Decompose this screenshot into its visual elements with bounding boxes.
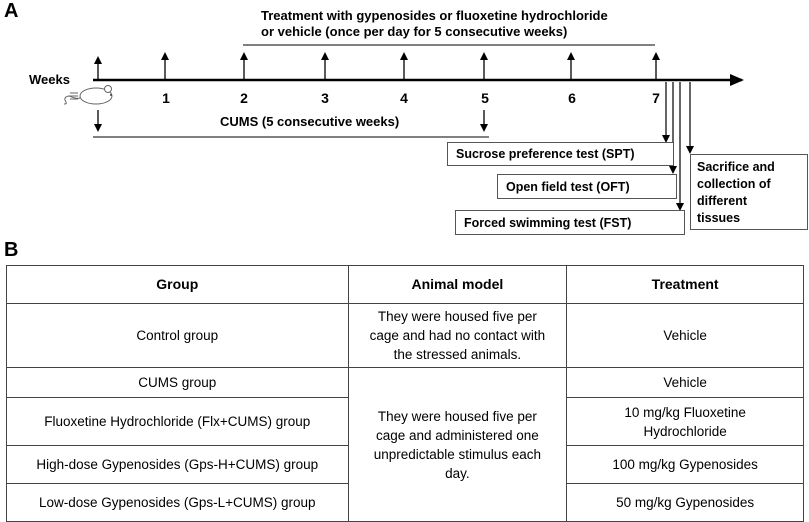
oft-box: Open field test (OFT) [497,174,677,199]
group-table: Group Animal model Treatment Control gro… [6,265,804,522]
animal-model-control-line1: They were housed five per [377,309,537,324]
animal-model-cums-line2: cage and administered one [375,427,539,443]
treatment-text-line1: Treatment with gypenosides or fluoxetine… [261,8,608,23]
sacrifice-line2: collection of [697,177,771,191]
group-cell: Control group [6,303,349,368]
sacrifice-box: Sacrifice and collection of different ti… [690,154,808,230]
sacrifice-line3: different [697,194,747,208]
treatment-line1: 10 mg/kg Fluoxetine [624,404,746,420]
treatment-cell: 10 mg/kg Fluoxetine Hydrochloride [566,397,804,446]
group-cell: Low-dose Gypenosides (Gps-L+CUMS) group [6,483,349,522]
animal-model-cums-line1: They were housed five per [377,408,537,424]
weekly-treatment-arrows [94,52,660,79]
table-row: Fluoxetine Hydrochloride (Flx+CUMS) grou… [6,397,804,446]
fst-label: Forced swimming test (FST) [464,215,632,230]
animal-model-cums-line4: day. [445,465,470,481]
week-number-5: 5 [481,90,489,106]
group-cell: High-dose Gypenosides (Gps-H+CUMS) group [6,445,349,484]
week-number-6: 6 [568,90,576,106]
animal-model-cums-cell: They were housed five per cage and admin… [347,367,568,522]
sacrifice-line4: tissues [697,211,741,225]
treatment-cell: Vehicle [566,367,804,398]
treatment-text-line2: or vehicle (once per day for 5 consecuti… [261,24,567,39]
treatment-line2: Hydrochloride [643,423,727,439]
spt-box: Sucrose preference test (SPT) [447,142,674,166]
treatment-cell: 50 mg/kg Gypenosides [566,483,804,522]
week-number-7: 7 [652,90,660,106]
header-group: Group [6,265,349,304]
animal-model-control-line3: the stressed animals. [393,347,522,362]
spt-label: Sucrose preference test (SPT) [456,147,635,161]
week-number-3: 3 [321,90,329,106]
mouse-icon [63,85,113,105]
animal-model-control-cell: They were housed five per cage and had n… [347,303,568,368]
fst-box: Forced swimming test (FST) [455,210,685,235]
weeks-label: Weeks [29,72,70,87]
table-row: Control group They were housed five per … [6,303,804,368]
week-number-1: 1 [162,90,170,106]
panel-a-label: A [4,0,19,22]
oft-label: Open field test (OFT) [506,179,630,194]
animal-model-cums-line3: unpredictable stimulus each [373,446,542,462]
group-cell: CUMS group [6,367,349,398]
group-cell: Fluoxetine Hydrochloride (Flx+CUMS) grou… [6,397,349,446]
header-treatment: Treatment [566,265,804,304]
panel-b-label: B [4,239,19,261]
treatment-cell: 100 mg/kg Gypenosides [566,445,804,484]
week-number-4: 4 [400,90,408,106]
header-animal-model: Animal model [347,265,568,304]
table-row: CUMS group They were housed five per cag… [6,367,804,522]
timeline-arrowhead [730,74,744,86]
timeline-diagram: Treatment with gypenosides or fluoxetine… [29,8,744,211]
sacrifice-line1: Sacrifice and [697,160,775,174]
animal-model-control-line2: cage and had no contact with [369,328,546,343]
cums-label: CUMS (5 consecutive weeks) [220,114,399,129]
treatment-cell: Vehicle [566,303,804,368]
week-number-2: 2 [240,90,248,106]
table-header-row: Group Animal model Treatment [6,265,804,304]
